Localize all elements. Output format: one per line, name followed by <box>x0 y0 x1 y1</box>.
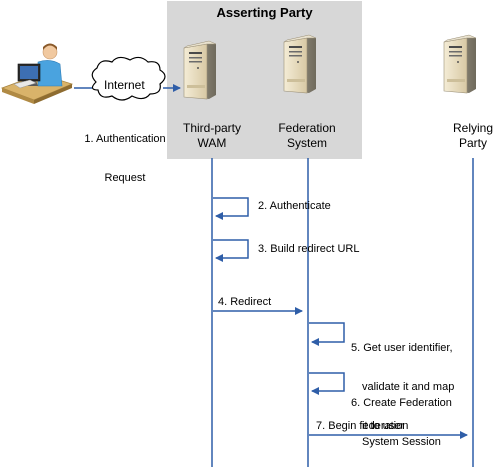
message-label-redirect: 4. Redirect <box>218 296 272 308</box>
message-5-line-1: 5. Get user identifier, <box>351 342 453 354</box>
message-6-line-2: System Session <box>362 436 441 448</box>
message-6-line-1: 6. Create Federation <box>351 397 452 409</box>
actor-relying-line2: Party <box>458 136 487 150</box>
message-label-build-redirect: 3. Build redirect URL <box>258 243 360 255</box>
message-1-line-1: 1. Authentication <box>84 133 166 145</box>
message-label-auth-request: 1. Authentication Request <box>70 107 180 211</box>
server-icon-federation <box>283 34 317 94</box>
internet-label: Internet <box>104 78 145 92</box>
message-1-line-2: Request <box>104 172 146 184</box>
user-at-computer-icon <box>0 43 74 104</box>
message-label-authenticate: 2. Authenticate <box>258 200 331 212</box>
actor-wam-line1: Third-party <box>182 121 241 135</box>
actor-relying-line1: Relying <box>452 121 494 135</box>
message-label-get-user-id: 5. Get user identifier, validate it and … <box>351 316 454 459</box>
actor-federation-label: Federation System <box>262 121 352 151</box>
message-5-line-3: it to user <box>362 420 405 432</box>
asserting-party-title: Asserting Party <box>216 5 313 20</box>
server-icon-wam <box>183 40 217 100</box>
arrow-authenticate <box>213 197 249 220</box>
message-5-line-2: validate it and map <box>362 381 455 393</box>
server-icon-relying <box>443 34 477 94</box>
internet-cloud <box>91 56 166 101</box>
actor-wam-line2: WAM <box>197 136 227 150</box>
message-label-begin-federation: 7. Begin federation <box>316 420 409 432</box>
arrow-build-redirect <box>213 239 249 262</box>
actor-wam-label: Third-party WAM <box>172 121 252 151</box>
arrow-get-user-id <box>309 322 345 346</box>
actor-federation-line2: System <box>286 136 327 150</box>
actor-relying-label: Relying Party <box>433 121 498 151</box>
arrow-create-session <box>309 372 345 395</box>
message-label-create-session: 6. Create Federation System Session <box>351 371 452 475</box>
actor-federation-line1: Federation <box>278 121 336 135</box>
